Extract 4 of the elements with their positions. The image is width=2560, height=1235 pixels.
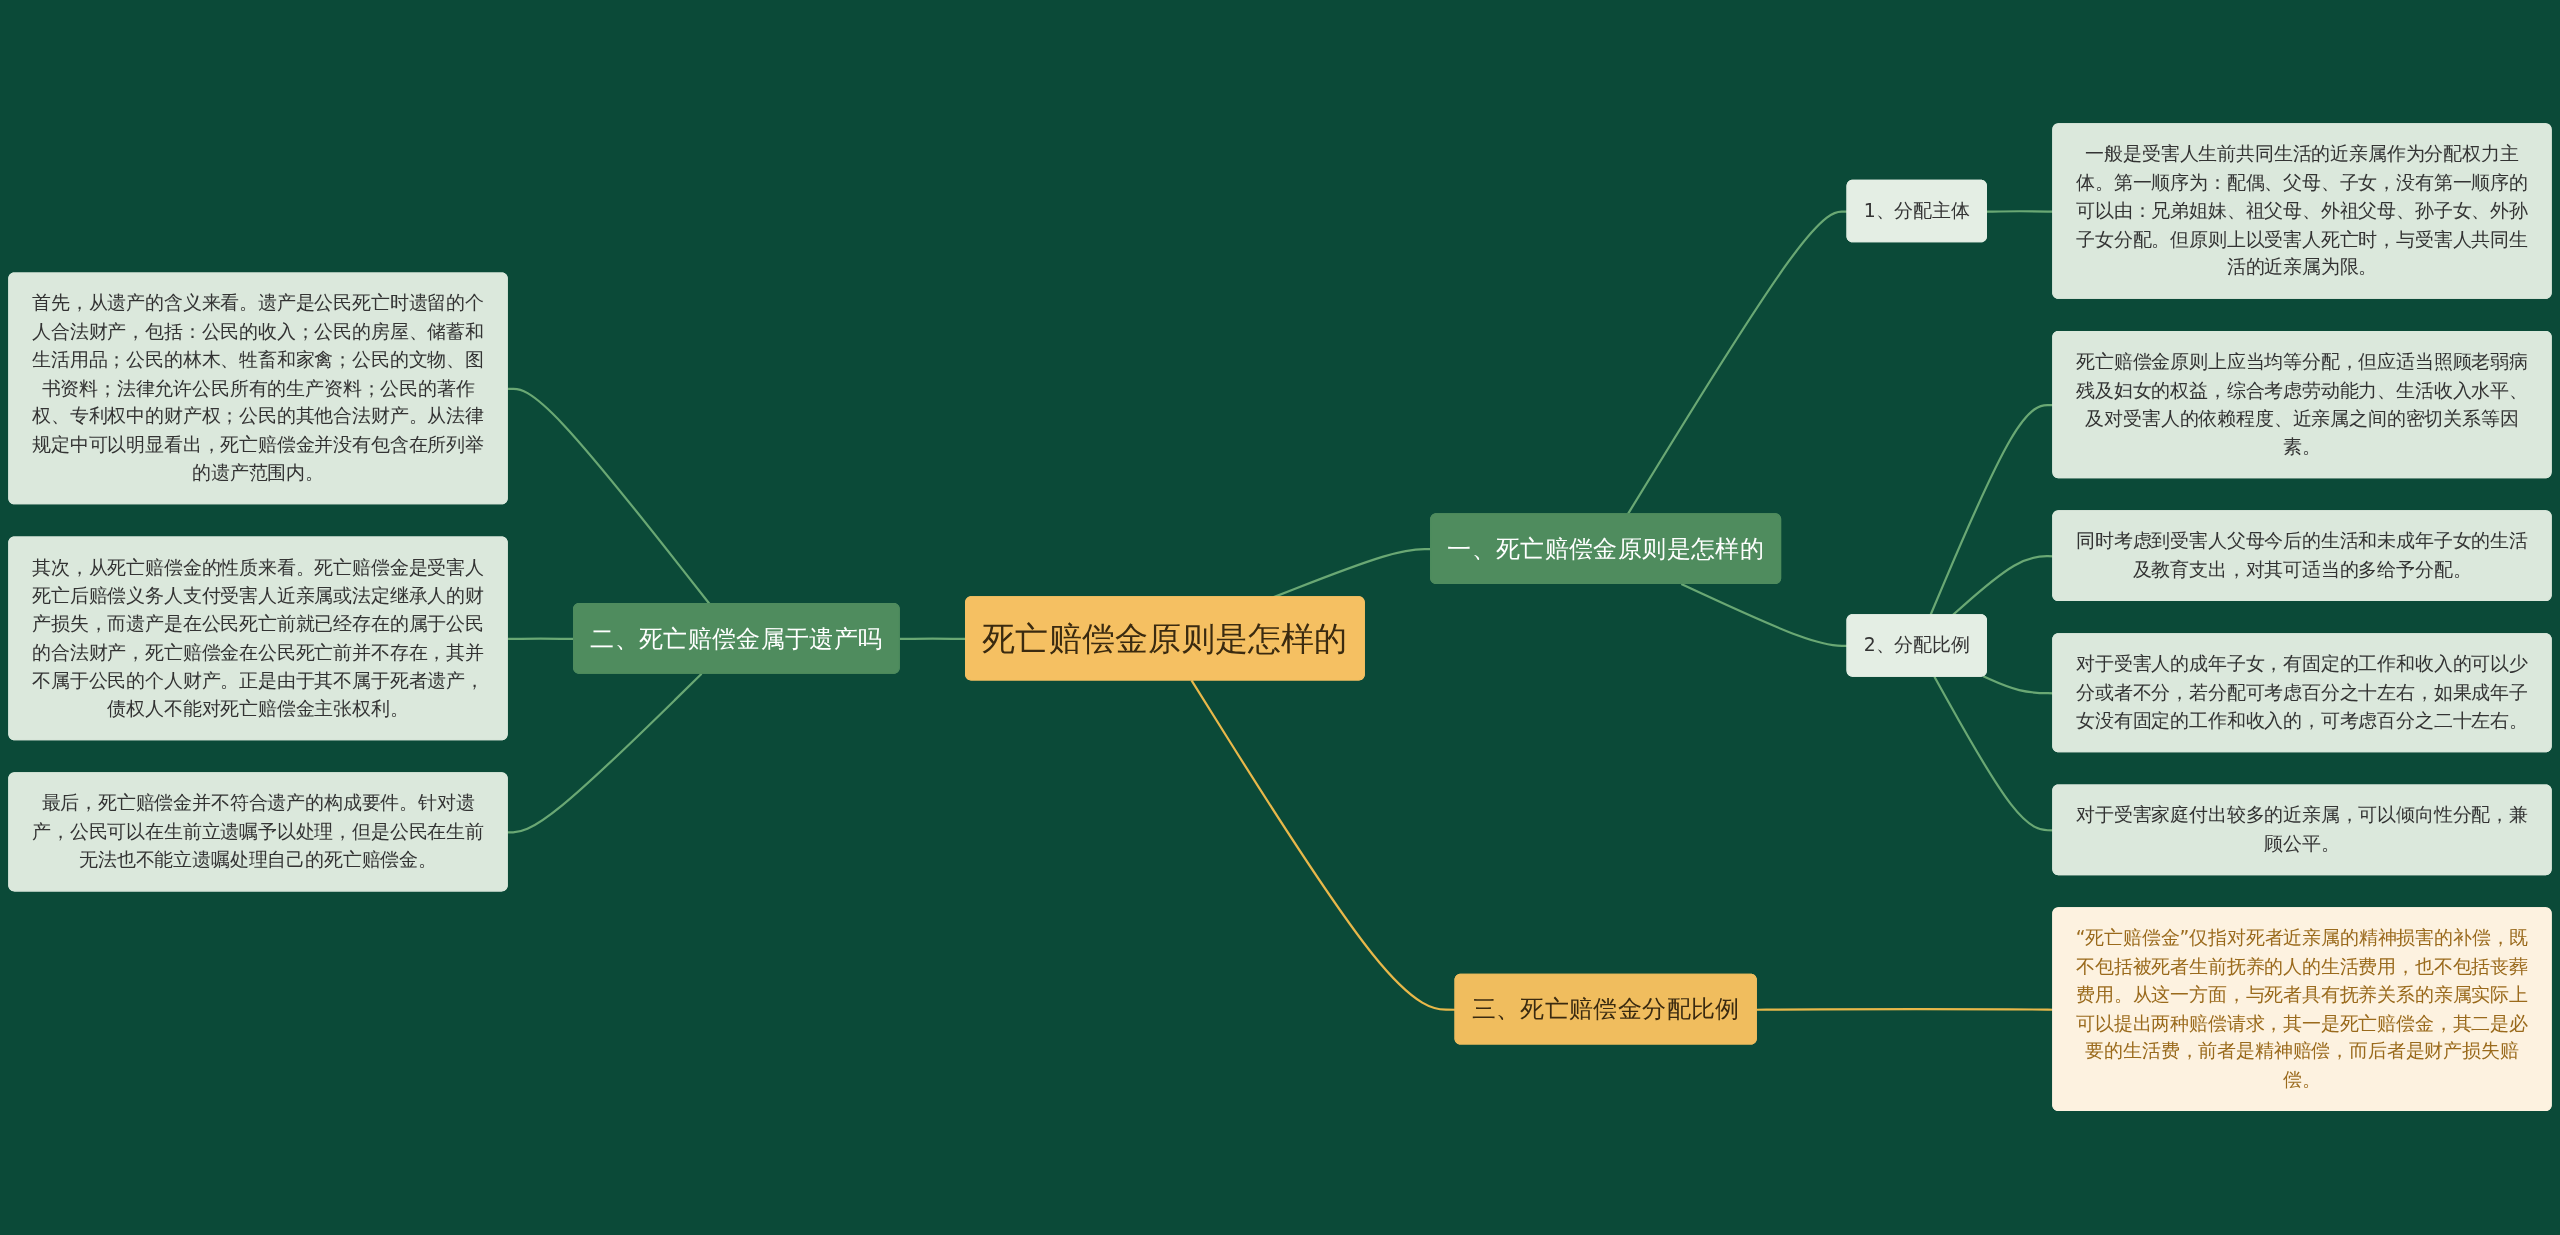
connector bbox=[1626, 210, 1848, 516]
connector bbox=[1190, 680, 1456, 1012]
connector bbox=[507, 673, 703, 834]
connector bbox=[1680, 583, 1848, 648]
